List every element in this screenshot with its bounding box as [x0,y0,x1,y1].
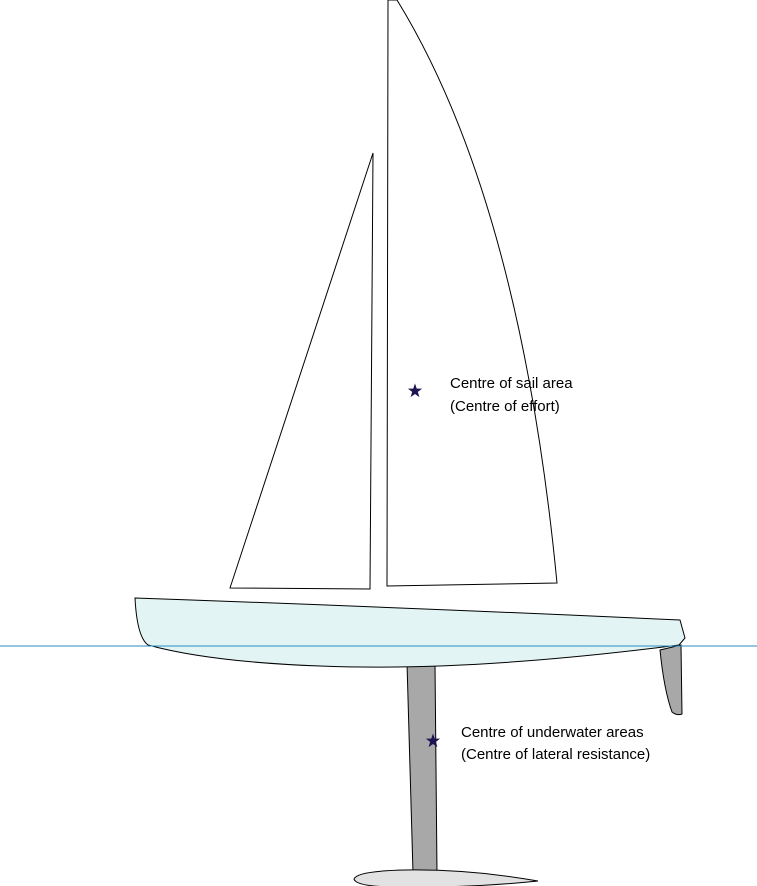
jib-sail [229,152,374,590]
sail-centre-label-line1: Centre of sail area [450,375,573,392]
keel-fin [406,662,438,874]
keel-bulb [353,869,539,886]
star-icon [425,733,441,748]
star-icon [407,383,423,398]
rudder [659,644,683,716]
sail-centre-label-line2: (Centre of effort) [450,398,560,415]
underwater-centre-label-line2: (Centre of lateral resistance) [461,746,650,763]
mainsail [386,0,558,587]
hull [134,597,686,668]
underwater-centre-label-line1: Centre of underwater areas [461,724,644,741]
